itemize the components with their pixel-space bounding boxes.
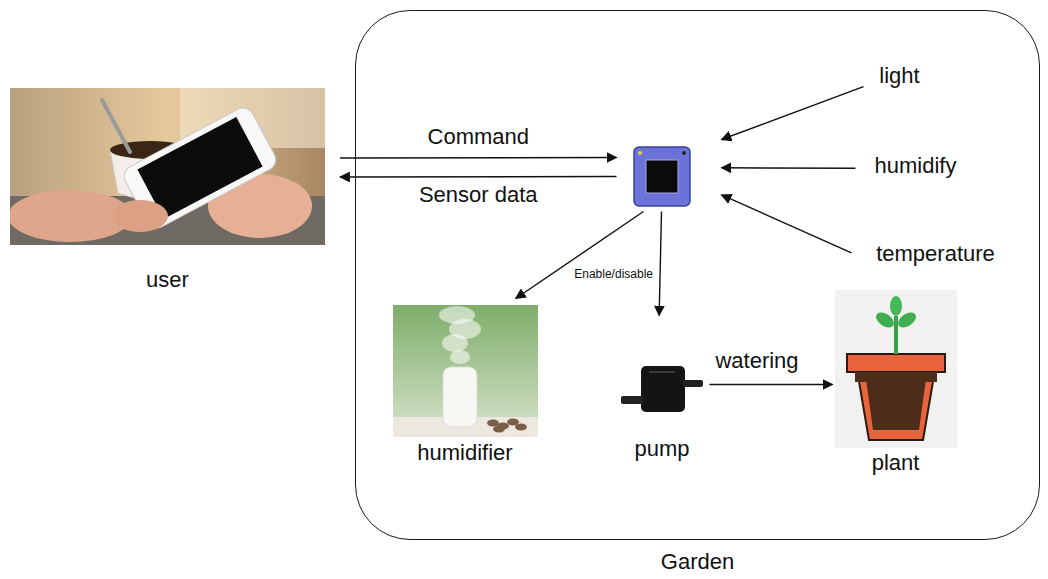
pot-rim <box>847 354 945 372</box>
pump-edge <box>649 371 675 373</box>
pump-photo: pump <box>615 322 710 468</box>
flow-arrow <box>710 384 833 385</box>
node-label: plant <box>835 450 957 476</box>
humidifier-photo: humidifier <box>393 305 538 473</box>
edge-label: Sensor data <box>417 182 540 207</box>
flow-arrow <box>340 157 617 159</box>
sensor-input: light <box>868 60 932 94</box>
flow-arrow <box>516 212 644 299</box>
flow-arrow <box>722 87 864 140</box>
status-led <box>638 151 642 155</box>
photo-background <box>393 305 538 437</box>
garden-region: light humidify temperature humidifier pump pl… <box>355 10 1040 540</box>
device-illustration <box>632 145 692 208</box>
plant-illustration <box>835 290 957 448</box>
user-illustration <box>10 88 325 245</box>
edge-label: Enable/disable <box>572 268 655 282</box>
pebble <box>493 425 505 432</box>
spoon <box>102 100 130 152</box>
pebble <box>515 423 527 430</box>
node-label: user <box>10 267 325 293</box>
device-screen <box>646 160 678 193</box>
edge-label: Command <box>426 124 531 149</box>
thumb <box>112 200 168 232</box>
humidifier-body <box>443 367 477 427</box>
node-label: humidify <box>860 150 972 184</box>
mist <box>439 306 475 324</box>
sensor-input: temperature <box>856 238 1016 272</box>
node-label: humidifier <box>393 440 538 466</box>
pump-body <box>641 366 685 412</box>
status-led <box>682 151 686 155</box>
flow-arrow <box>659 212 661 316</box>
stem <box>894 316 898 354</box>
node-label: Garden <box>356 549 1039 575</box>
leaf <box>890 296 902 316</box>
pump-inlet <box>621 396 643 404</box>
device-body <box>634 147 690 206</box>
edge-label: watering <box>713 348 800 373</box>
pump-outlet <box>683 380 703 387</box>
flow-arrow <box>722 167 856 169</box>
soil <box>855 372 937 382</box>
picture-background <box>835 290 957 448</box>
sensor-input: humidify <box>860 150 972 184</box>
plant-picture: plant <box>835 290 957 480</box>
humid-illustration <box>393 305 538 437</box>
node-label: temperature <box>856 238 1016 272</box>
flow-arrow <box>722 195 852 253</box>
flow-arrow <box>340 176 617 178</box>
node-label: pump <box>615 436 710 462</box>
controller-device <box>632 145 692 208</box>
user-photo: user <box>10 88 325 300</box>
pump-illustration <box>615 322 710 434</box>
node-label: light <box>868 60 932 94</box>
mist <box>450 350 470 364</box>
